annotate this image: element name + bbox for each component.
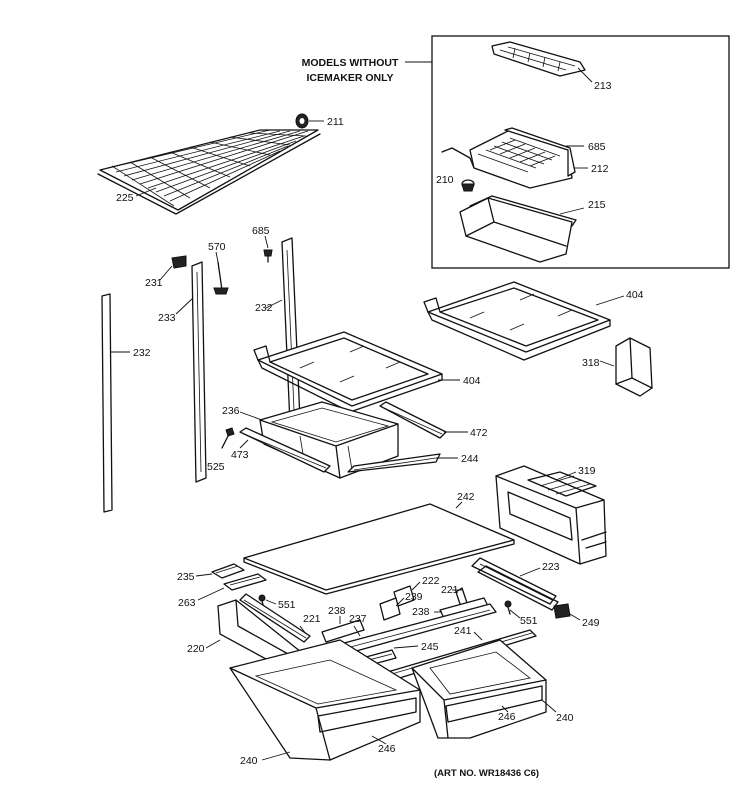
part-label-210: 210: [436, 174, 454, 186]
cover-trim-244-part: [347, 453, 441, 473]
part-label-246-left: 246: [378, 743, 396, 755]
ice-bucket-part: [459, 195, 577, 263]
part-label-211: 211: [327, 116, 344, 128]
shelf-bracket-part: [615, 337, 653, 397]
part-label-221-left: 221: [303, 613, 321, 625]
shelf-ladder-center-part: [191, 261, 207, 483]
icemaker-inset-frame: [431, 35, 730, 269]
part-label-685-ladder: 685: [252, 225, 270, 237]
part-label-472: 472: [470, 427, 488, 439]
part-label-245: 245: [421, 641, 439, 653]
wire-shelf-part: [97, 129, 321, 215]
slide-rail-473-part: [239, 427, 331, 473]
part-label-232-left: 232: [133, 347, 151, 359]
glass-shelf-right-part: [423, 281, 611, 361]
part-label-215: 215: [588, 199, 606, 211]
part-label-570: 570: [208, 241, 226, 253]
part-label-551-left: 551: [278, 599, 296, 611]
part-label-221-right: 221: [441, 584, 459, 596]
clip-part: [171, 255, 187, 269]
art-number-note: (ART NO. WR18436 C6): [434, 768, 539, 779]
crisper-drawer-left-part: [229, 639, 421, 761]
screw-part-525: [221, 427, 235, 449]
inset-note-line-2: ICEMAKER ONLY: [306, 72, 393, 84]
knob-part: [461, 179, 475, 192]
cover-frame-235-part: [211, 563, 245, 579]
part-label-232-right: 232: [255, 302, 273, 314]
part-label-551-right: 551: [520, 615, 538, 627]
part-label-235: 235: [177, 571, 195, 583]
ice-bin-support-part: [441, 127, 576, 189]
screw-part-570: [213, 261, 229, 295]
part-label-237: 237: [349, 613, 367, 625]
ice-tray-part: [491, 41, 586, 77]
rivet-551-right-part: [504, 600, 512, 615]
shelf-ladder-right-part: [281, 237, 301, 425]
part-label-212: 212: [591, 163, 609, 175]
bracket-221-part-left: [239, 593, 311, 643]
meat-pan-part: [259, 401, 399, 479]
part-label-239: 239: [405, 591, 423, 603]
part-label-685-inset: 685: [588, 141, 606, 153]
part-label-223: 223: [542, 561, 560, 573]
shelf-ladder-left-part: [101, 293, 113, 513]
part-label-231: 231: [145, 277, 163, 289]
part-label-220: 220: [187, 643, 205, 655]
part-label-404-right: 404: [626, 289, 644, 301]
shelf-cap-part: [295, 113, 309, 129]
glass-shelf-center-part: [253, 331, 443, 413]
part-label-319: 319: [578, 465, 596, 477]
part-label-318: 318: [582, 357, 600, 369]
part-label-222: 222: [422, 575, 440, 587]
rail-223-part: [471, 557, 559, 611]
part-label-473: 473: [231, 449, 249, 461]
slide-strip-238-left-part: [321, 619, 365, 643]
part-label-225: 225: [116, 192, 134, 204]
part-label-213: 213: [594, 80, 612, 92]
part-label-242: 242: [457, 491, 475, 503]
slide-rail-472-part: [379, 401, 447, 439]
part-label-240-right: 240: [556, 712, 574, 724]
part-label-404-center: 404: [463, 375, 481, 387]
drawer-housing-part: [495, 465, 607, 565]
part-label-249: 249: [582, 617, 600, 629]
part-label-238-right: 238: [412, 606, 430, 618]
part-label-244: 244: [461, 453, 479, 465]
part-label-240-left: 240: [240, 755, 258, 767]
part-label-236: 236: [222, 405, 240, 417]
support-263-part: [223, 573, 267, 591]
part-label-233: 233: [158, 312, 176, 324]
part-label-246-right: 246: [498, 711, 516, 723]
part-label-263: 263: [178, 597, 196, 609]
clip-249-part: [553, 603, 571, 619]
crisper-glass-cover-part: [243, 503, 515, 595]
part-label-238-left: 238: [328, 605, 346, 617]
crisper-drawer-right-part: [411, 639, 547, 739]
bracket-239-part: [379, 597, 401, 621]
part-label-525: 525: [207, 461, 225, 473]
inset-note-line-1: MODELS WITHOUT: [302, 57, 399, 69]
part-label-241: 241: [454, 625, 472, 637]
screw-part-685: [263, 249, 273, 263]
